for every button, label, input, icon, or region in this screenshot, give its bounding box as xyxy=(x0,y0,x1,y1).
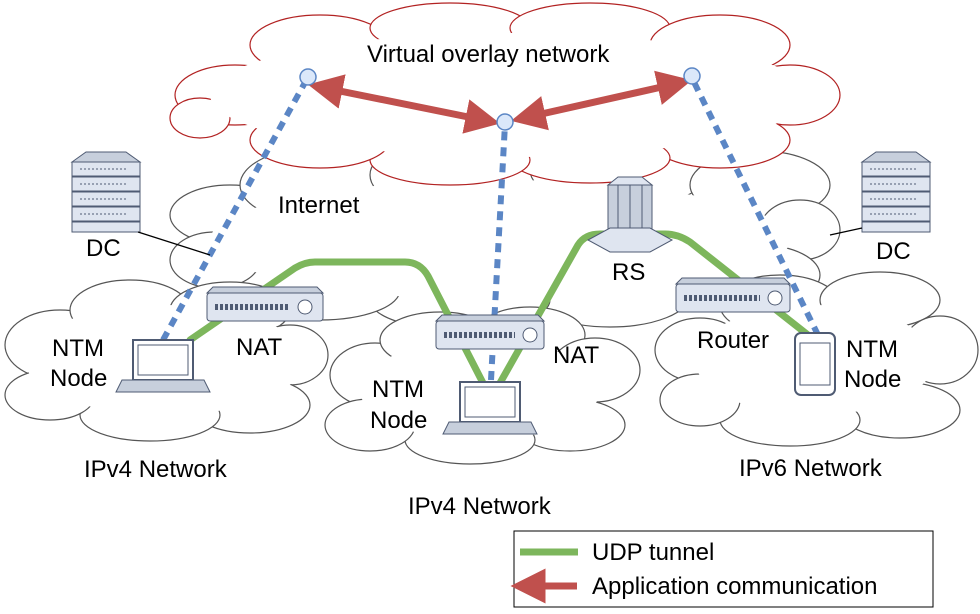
dc-left-connector xyxy=(137,231,211,256)
nat-center-label: NAT xyxy=(553,342,600,369)
dc-right-server-icon xyxy=(860,151,932,233)
node-center-label-line1: NTM xyxy=(372,376,424,403)
overlay-node-right xyxy=(683,67,701,85)
overlay-link-center xyxy=(488,123,508,381)
app-arrow-left xyxy=(307,74,501,134)
legend-udp-label: UDP tunnel xyxy=(592,539,714,566)
overlay-links xyxy=(160,75,821,381)
legend-app-label: Application communication xyxy=(592,573,877,600)
node-center-label-line2: Node xyxy=(370,407,427,434)
overlay-network-label: Virtual overlay network xyxy=(367,41,610,68)
legend: UDP tunnel Application communication xyxy=(510,530,934,608)
overlay-node-left xyxy=(299,68,317,86)
dc-right-connector xyxy=(829,227,863,236)
overlay-link-left xyxy=(160,75,311,342)
dc-left-server-icon xyxy=(70,151,142,233)
ipv4-network-left-label: IPv4 Network xyxy=(84,456,228,483)
router-icon xyxy=(674,277,792,313)
app-arrow-right xyxy=(510,70,693,131)
nat-left-icon xyxy=(205,286,325,322)
laptop-left-icon xyxy=(115,339,211,393)
nat-left-label: NAT xyxy=(236,334,283,361)
phone-icon xyxy=(794,332,836,396)
nat-center-icon xyxy=(434,314,546,350)
rs-relay-server-icon xyxy=(586,176,674,253)
laptop-center-icon xyxy=(442,381,538,435)
internet-label: Internet xyxy=(278,192,360,219)
ipv4-network-center-label: IPv4 Network xyxy=(408,493,552,520)
dc-left-label: DC xyxy=(86,235,121,262)
dc-right-label: DC xyxy=(876,238,911,265)
application-arrows xyxy=(307,70,693,134)
rs-label: RS xyxy=(612,259,645,286)
overlay-nodes xyxy=(299,67,701,131)
legend-box xyxy=(513,530,934,608)
overlay-node-center xyxy=(496,113,514,131)
node-left-label-line2: Node xyxy=(50,365,107,392)
node-right-label-line2: Node xyxy=(844,366,901,393)
node-left-label-line1: NTM xyxy=(52,335,104,362)
router-label: Router xyxy=(697,327,769,354)
overlay-cloud xyxy=(169,2,841,186)
ipv6-network-label: IPv6 Network xyxy=(739,455,883,482)
node-right-label-line1: NTM xyxy=(846,336,898,363)
